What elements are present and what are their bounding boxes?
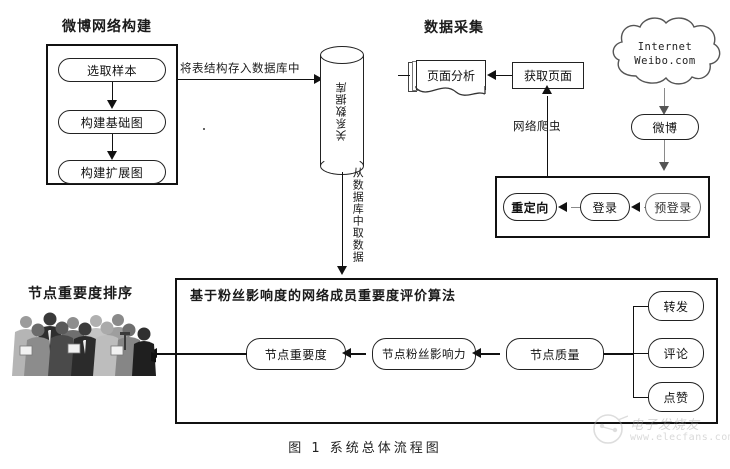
arrow-weibo-to-login <box>659 162 669 171</box>
node-pre-login-label: 预登录 <box>654 200 692 215</box>
node-fan-influence[interactable]: 节点粉丝影响力 <box>372 338 476 370</box>
panel-weibo-network <box>46 44 178 185</box>
node-node-importance[interactable]: 节点重要度 <box>246 338 346 370</box>
node-weibo-label: 微博 <box>652 120 678 135</box>
connector-algorithm-to-ranking <box>152 353 247 355</box>
node-redirect-label: 重定向 <box>511 200 549 215</box>
figure-caption: 图 1 系统总体流程图 <box>288 441 442 456</box>
cylinder-top-cap <box>320 46 364 64</box>
bracket-metrics-vertical <box>633 306 634 398</box>
node-metric-repost[interactable]: 转发 <box>648 291 704 321</box>
node-redirect[interactable]: 重定向 <box>503 193 557 221</box>
arrow-store-to-db <box>314 74 323 84</box>
arrow-influence-to-importance <box>342 348 351 358</box>
arrow-login-to-redirect <box>558 202 567 212</box>
label-store-table-structure: 将表结构存入数据库中 <box>180 61 300 75</box>
arrow-crawler-up <box>542 85 552 94</box>
crowd-illustration <box>8 308 158 380</box>
watermark-url: www.elecfans.com <box>630 432 730 443</box>
connector-store-to-db <box>178 79 323 80</box>
arrow-prelogin-to-login <box>631 202 640 212</box>
node-select-sample[interactable]: 选取样本 <box>58 58 166 82</box>
cloud-internet: Internet Weibo.com <box>606 14 724 90</box>
connector-db-to-algorithm <box>342 172 343 271</box>
watermark: 电子发烧友 www.elecfans.com <box>592 412 730 454</box>
node-login[interactable]: 登录 <box>580 193 630 221</box>
cloud-text: Internet Weibo.com <box>606 40 724 68</box>
database-cylinder: 关系数据库 <box>320 46 364 175</box>
label-web-crawler: 网络爬虫 <box>513 119 561 133</box>
section-title-data-collection: 数据采集 <box>424 20 484 36</box>
node-build-base-graph[interactable]: 构建基础图 <box>58 110 166 134</box>
node-node-quality-label: 节点质量 <box>529 347 580 362</box>
document-wavy-edge <box>415 86 486 96</box>
arrow-base-to-extended <box>107 151 117 160</box>
connector-sample-to-base <box>112 82 113 104</box>
connector-bracket-to-like <box>633 397 649 398</box>
connector-base-to-extended <box>112 134 113 155</box>
node-pre-login[interactable]: 预登录 <box>645 193 701 221</box>
cloud-shape <box>612 17 721 85</box>
node-page-analysis-label: 页面分析 <box>426 69 475 83</box>
connector-influence-to-importance <box>346 353 366 355</box>
node-node-quality[interactable]: 节点质量 <box>506 338 604 370</box>
connector-crawler <box>547 96 548 178</box>
node-build-base-graph-label: 构建基础图 <box>80 115 144 130</box>
arrow-fetch-to-analysis <box>487 70 496 80</box>
arrow-quality-to-influence <box>472 348 481 358</box>
node-page-analysis-body: 页面分析 <box>416 60 486 90</box>
node-fan-influence-label: 节点粉丝影响力 <box>382 347 466 361</box>
panel-algorithm <box>175 278 718 424</box>
node-metric-like[interactable]: 点赞 <box>648 382 704 412</box>
cloud-line-internet: Internet <box>637 41 693 53</box>
connector-fetch-to-analysis <box>489 75 515 76</box>
node-weibo[interactable]: 微博 <box>631 114 699 140</box>
stray-dot <box>203 128 205 130</box>
node-metric-like-label: 点赞 <box>663 390 689 405</box>
arrow-sample-to-base <box>107 100 117 109</box>
database-label: 关系数据库 <box>335 80 349 141</box>
panel-login-flow <box>495 176 710 238</box>
connector-login-to-redirect <box>571 207 581 208</box>
node-metric-repost-label: 转发 <box>663 299 689 314</box>
cylinder-body <box>320 55 364 166</box>
node-fetch-page[interactable]: 获取页面 <box>512 62 584 89</box>
cloud-line-weibo-domain: Weibo.com <box>634 55 696 68</box>
node-node-importance-label: 节点重要度 <box>264 347 328 362</box>
section-title-weibo-network: 微博网络构建 <box>62 19 152 35</box>
node-fetch-page-label: 获取页面 <box>523 69 572 83</box>
algorithm-title: 基于粉丝影响度的网络成员重要度评价算法 <box>190 289 457 304</box>
connector-quality-to-bracket <box>604 353 634 355</box>
document-spine-inner <box>412 61 418 91</box>
node-build-extended-graph[interactable]: 构建扩展图 <box>58 160 166 184</box>
label-read-from-db: 从数据库中取数据 <box>351 167 365 263</box>
connector-doc-left-stub <box>398 75 410 76</box>
label-node-importance-ranking: 节点重要度排序 <box>28 286 133 302</box>
connector-weibo-to-login <box>664 140 665 166</box>
cylinder-text-wrap: 关系数据库 <box>320 46 364 175</box>
arrow-db-to-algorithm <box>337 266 347 275</box>
connector-cloud-to-weibo <box>664 88 665 110</box>
connector-bracket-to-repost <box>633 306 649 307</box>
node-page-analysis[interactable]: 页面分析 <box>408 60 486 102</box>
node-metric-comment-label: 评论 <box>663 346 689 361</box>
connector-bracket-to-comment <box>633 353 649 354</box>
watermark-brand: 电子发烧友 <box>630 418 701 433</box>
node-login-label: 登录 <box>592 200 618 215</box>
crowd-shape <box>12 312 158 376</box>
connector-quality-to-influence <box>476 353 500 355</box>
node-build-extended-graph-label: 构建扩展图 <box>80 165 144 180</box>
arrow-cloud-to-weibo <box>659 106 669 115</box>
watermark-logo-icon <box>593 414 629 444</box>
node-select-sample-label: 选取样本 <box>86 63 137 78</box>
node-metric-comment[interactable]: 评论 <box>648 338 704 368</box>
